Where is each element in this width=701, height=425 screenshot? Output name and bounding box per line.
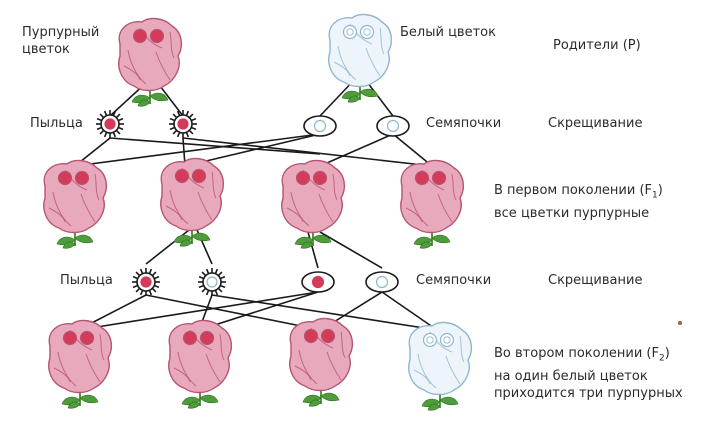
line-g2-f2a2: [77, 291, 319, 331]
parent-purple-flower: [118, 17, 183, 107]
line-g1-f1c2: [319, 133, 394, 167]
ovule-icon: [376, 115, 410, 137]
label-purple-flower: Пурпурный цветок: [22, 25, 100, 57]
parent-white-flower: [328, 13, 393, 103]
f1-flower-2: [160, 157, 225, 247]
flowers: [43, 13, 473, 411]
label-cross-1: Скрещивание: [548, 116, 643, 131]
label-cross-2: Скрещивание: [548, 273, 643, 288]
f1-flower-3: [281, 159, 346, 249]
label-pollen-1: Пыльца: [30, 116, 83, 131]
line-g2-f2c: [145, 294, 322, 331]
label-f1-caption: В первом поколении (F1) все цветки пурпу…: [494, 183, 663, 221]
ovule-icon: [303, 115, 337, 137]
pollen-grain-icon: [96, 110, 124, 138]
label-pollen-2: Пыльца: [60, 273, 113, 288]
line-g1-f1c: [109, 137, 321, 155]
pollen-grain-icon: [169, 110, 197, 138]
line-f1-to-ovule-2: [319, 231, 383, 269]
pollen-grain-icon: [132, 268, 160, 296]
label-f2-caption: Во втором поколении (F2) на один белый ц…: [494, 346, 683, 401]
label-parents: Родители (P): [553, 38, 641, 53]
stray-dot: [678, 321, 682, 325]
f2-flower-1: [48, 319, 113, 409]
label-white-flower: Белый цветок: [400, 25, 496, 40]
ovule-icon: [365, 271, 399, 293]
line-g1-f1d2: [392, 133, 433, 167]
f1-flower-4: [400, 159, 465, 249]
line-g1-f1a2: [74, 133, 321, 167]
gametes: [96, 110, 682, 325]
line-g2-f2b2: [198, 291, 319, 331]
ovule-icon: [301, 271, 335, 293]
line-g1-f1d: [182, 137, 433, 167]
label-ovules-1: Семяпочки: [426, 116, 502, 131]
label-ovules-2: Семяпочки: [416, 273, 492, 288]
pollen-grain-icon: [198, 268, 226, 296]
f2-flower-2: [168, 319, 233, 409]
f1-flower-1: [43, 159, 108, 249]
line-g2-f2d: [211, 294, 438, 331]
line-g2-f2d2: [381, 291, 438, 331]
f2-flower-4-white: [408, 321, 473, 411]
f2-flower-3: [289, 317, 354, 407]
